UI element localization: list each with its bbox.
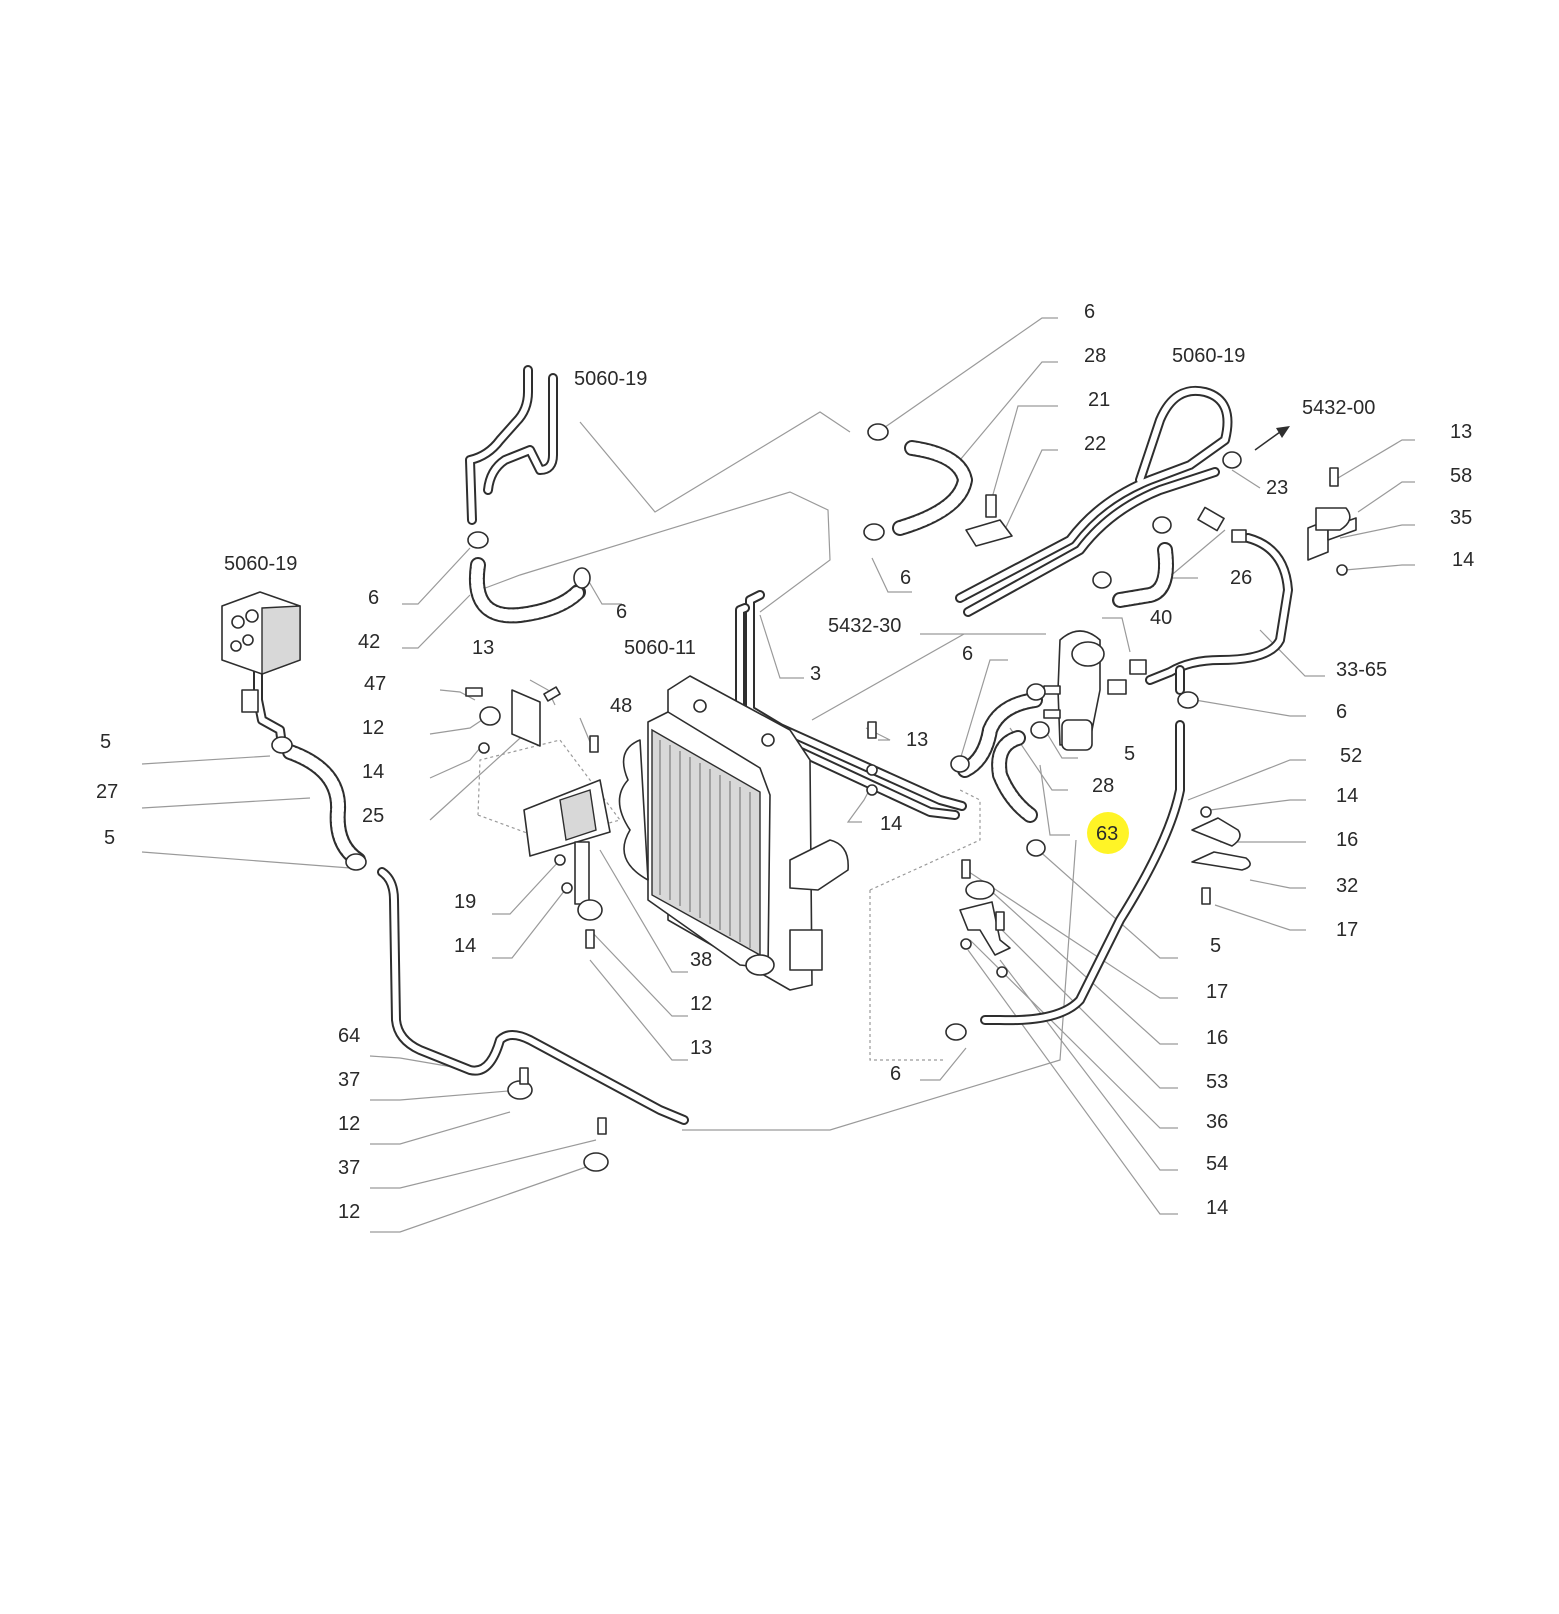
label-32: 32 xyxy=(1336,875,1358,897)
label-14: 14 xyxy=(1452,549,1474,571)
label-12: 12 xyxy=(338,1113,360,1135)
label-47: 47 xyxy=(364,673,386,695)
label-12: 12 xyxy=(362,717,384,739)
label-5: 5 xyxy=(100,731,111,753)
label-5: 5 xyxy=(104,827,115,849)
label-17: 17 xyxy=(1336,919,1358,941)
label-6: 6 xyxy=(890,1063,901,1085)
label-28: 28 xyxy=(1092,775,1114,797)
label-13: 13 xyxy=(1450,421,1472,443)
label-13: 13 xyxy=(472,637,494,659)
label-5: 5 xyxy=(1124,743,1135,765)
label-52: 52 xyxy=(1340,745,1362,767)
valve-housing xyxy=(1043,630,1147,751)
label-5: 5 xyxy=(1210,935,1221,957)
label-28: 28 xyxy=(1084,345,1106,367)
valve-block xyxy=(221,591,301,713)
label-16: 16 xyxy=(1206,1027,1228,1049)
label-63: 63 xyxy=(1096,823,1118,845)
label-64: 64 xyxy=(338,1025,360,1047)
label-22: 22 xyxy=(1084,433,1106,455)
label-5432-30: 5432-30 xyxy=(828,615,901,637)
callout-labels: 6 28 21 22 5060-19 5432-00 13 58 35 14 2… xyxy=(96,301,1474,1223)
label-33-65: 33-65 xyxy=(1336,659,1387,681)
highlight-marker xyxy=(1087,812,1129,854)
label-16: 16 xyxy=(1336,829,1358,851)
label-5432-00: 5432-00 xyxy=(1302,397,1375,419)
label-21: 21 xyxy=(1088,389,1110,411)
label-23: 23 xyxy=(1266,477,1288,499)
radiator xyxy=(618,675,849,991)
label-12: 12 xyxy=(338,1201,360,1223)
label-6: 6 xyxy=(962,643,973,665)
label-3: 3 xyxy=(810,663,821,685)
label-5060-19: 5060-19 xyxy=(574,368,647,390)
label-6: 6 xyxy=(900,567,911,589)
label-6: 6 xyxy=(1084,301,1095,323)
label-19: 19 xyxy=(454,891,476,913)
label-37: 37 xyxy=(338,1069,360,1091)
label-13: 13 xyxy=(906,729,928,751)
label-17: 17 xyxy=(1206,981,1228,1003)
label-5060-19: 5060-19 xyxy=(224,553,297,575)
label-6: 6 xyxy=(368,587,379,609)
label-14: 14 xyxy=(362,761,384,783)
label-27: 27 xyxy=(96,781,118,803)
label-53: 53 xyxy=(1206,1071,1228,1093)
label-35: 35 xyxy=(1450,507,1472,529)
label-37: 37 xyxy=(338,1157,360,1179)
label-38: 38 xyxy=(690,949,712,971)
label-5060-19: 5060-19 xyxy=(1172,345,1245,367)
label-13: 13 xyxy=(690,1037,712,1059)
label-6: 6 xyxy=(1336,701,1347,723)
fasteners xyxy=(465,467,1348,1135)
label-58: 58 xyxy=(1450,465,1472,487)
label-6: 6 xyxy=(616,601,627,623)
label-54: 54 xyxy=(1206,1153,1228,1175)
label-48: 48 xyxy=(610,695,632,717)
label-5060-11: 5060-11 xyxy=(624,637,696,659)
label-40: 40 xyxy=(1150,607,1172,629)
label-36: 36 xyxy=(1206,1111,1228,1133)
label-12: 12 xyxy=(690,993,712,1015)
label-14: 14 xyxy=(880,813,902,835)
label-14: 14 xyxy=(454,935,476,957)
leader-lines xyxy=(141,317,1415,1233)
components xyxy=(221,423,1357,1172)
label-14: 14 xyxy=(1336,785,1358,807)
label-25: 25 xyxy=(362,805,384,827)
label-26: 26 xyxy=(1230,567,1252,589)
label-14: 14 xyxy=(1206,1197,1228,1219)
label-42: 42 xyxy=(358,631,380,653)
